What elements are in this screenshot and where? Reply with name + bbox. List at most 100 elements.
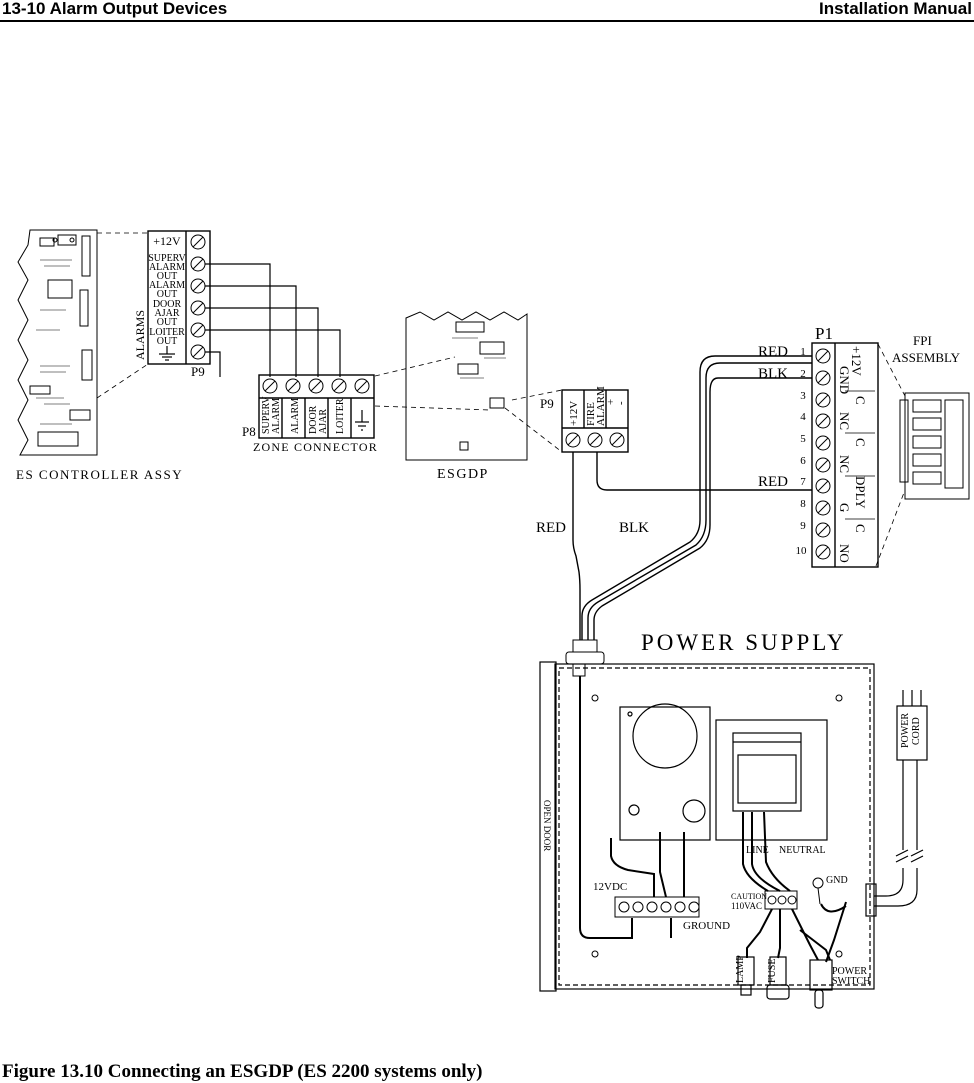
zone-connector-screws	[262, 378, 370, 394]
switch-wiring	[746, 901, 847, 963]
esgdp-terminal-12v: +12V	[568, 401, 580, 426]
wire-label-blk-esgdp: BLK	[619, 520, 649, 536]
circuit-board-module	[619, 703, 711, 841]
zone-ground-symbol	[355, 410, 369, 431]
alarms-terminal-superv-alarm: ALARM	[149, 262, 185, 273]
p1-pin-8: 8	[800, 498, 806, 510]
esgdp-p9-screws	[565, 432, 625, 448]
alarms-terminal-12v: +12V	[153, 234, 181, 248]
wire-label-red-pin1: RED	[758, 344, 788, 360]
p1-pin-4: 4	[800, 411, 806, 423]
fpi-label-line2: ASSEMBLY	[892, 350, 961, 365]
alarms-terminal-superv: SUPERV	[148, 253, 186, 264]
p1-pin-2: 2	[800, 368, 806, 380]
alarms-terminal-door-ajar: AJAR	[154, 308, 179, 319]
figure-caption: Figure 13.10 Connecting an ESGDP (ES 220…	[2, 1061, 483, 1082]
p1-pin-1: 1	[800, 346, 806, 358]
power-switch	[809, 959, 833, 1009]
es-controller-board	[17, 229, 98, 456]
wire-label-blk-pin2: BLK	[758, 366, 788, 382]
p1-pin-6: 6	[800, 455, 806, 467]
p1-func-c3: C	[853, 524, 868, 533]
wire-label-red-pin7: RED	[758, 474, 788, 490]
gnd-label: GND	[826, 875, 848, 886]
p1-func-no: NO	[837, 544, 852, 563]
esgdp-board	[405, 311, 528, 461]
alarms-terminal-superv-out: OUT	[157, 271, 178, 282]
transformer	[715, 719, 828, 841]
esgdp-p9-block	[561, 389, 629, 453]
esgdp-terminal-plus: +	[605, 399, 617, 405]
header-section-title: 13-10 Alarm Output Devices	[2, 0, 228, 18]
enclosure-mount-holes	[591, 694, 843, 958]
power-cord-label-line2: CORD	[911, 717, 922, 745]
p1-func-g: G	[837, 503, 852, 512]
cable-grommet	[565, 639, 605, 677]
p1-func-nc1: NC	[837, 412, 852, 430]
dc-12v-label: 12VDC	[593, 881, 627, 893]
esgdp-terminal-alarm: ALARM	[595, 386, 607, 426]
power-switch-label-line1: POWER	[832, 966, 867, 977]
alarms-terminal-alarm-out: OUT	[157, 289, 178, 300]
esgdp-title: ESGDP	[437, 467, 489, 482]
p1-func-gnd: GND	[837, 366, 852, 394]
alarms-screw-terminals	[190, 234, 206, 360]
p1-pin-5: 5	[800, 433, 806, 445]
alarms-terminal-loiter-out: OUT	[157, 336, 178, 347]
dc-terminal-strip	[614, 896, 700, 918]
ground-lug	[812, 877, 824, 905]
p1-func-nc2: NC	[837, 455, 852, 473]
alarms-terminal-door-out: OUT	[157, 317, 178, 328]
alarms-terminal-alarm: ALARM	[149, 280, 185, 291]
esgdp-terminal-fire: FIRE	[585, 402, 597, 426]
red-blk-wire-bundle	[572, 355, 812, 640]
p1-func-dply: DPLY	[853, 476, 868, 509]
fuse-holder	[766, 956, 790, 1000]
p1-pin-7: 7	[800, 476, 806, 488]
power-switch-label-line2: SWITCH	[832, 976, 870, 987]
ac-terminal-strip	[764, 890, 798, 910]
alarms-terminal-loiter: LOITER	[149, 327, 185, 338]
alarms-terminal-door: DOOR	[153, 299, 182, 310]
esgdp-p9-label: P9	[540, 396, 554, 411]
p1-func-12v: +12V	[849, 346, 864, 376]
alarms-ground-symbol	[159, 346, 175, 361]
fpi-board	[899, 392, 970, 500]
header-manual-title: Installation Manual	[818, 0, 972, 18]
p1-pin-3: 3	[800, 390, 806, 402]
power-cord	[865, 690, 928, 917]
zone-connector-title: ZONE CONNECTOR	[253, 440, 378, 454]
p1-func-c1: C	[853, 396, 868, 405]
zone-terminal-superv: SUPERV	[261, 396, 272, 434]
wire-label-red-esgdp: RED	[536, 520, 566, 536]
p1-screws	[815, 348, 831, 560]
p1-divider-ticks	[845, 390, 875, 520]
power-supply-internal-wiring	[579, 676, 847, 939]
lamp-label: LAMP	[735, 955, 746, 983]
controller-board-detail-marks	[36, 259, 72, 425]
esgdp-terminal-minus: -	[615, 401, 627, 405]
esgdp-board-detail-marks	[452, 337, 506, 379]
lamp-holder	[737, 956, 755, 996]
p1-func-c2: C	[853, 438, 868, 447]
alarms-p9-label: P9	[191, 364, 205, 379]
alarms-label: ALARMS	[133, 310, 147, 360]
vac-label: 110VAC	[731, 901, 762, 911]
zone-terminal-alarm: ALARM	[290, 398, 301, 434]
p1-pin-10: 10	[796, 545, 808, 557]
zoom-guide-lines	[96, 232, 906, 567]
p1-pin-9: 9	[800, 520, 806, 532]
zone-terminal-ajar: AJAR	[318, 409, 329, 434]
power-cord-label-line1: POWER	[900, 713, 911, 748]
zone-connector-block	[258, 374, 375, 439]
p1-label: P1	[815, 324, 833, 343]
caution-label: CAUTION	[731, 892, 767, 901]
page-header: 13-10 Alarm Output Devices Installation …	[0, 0, 974, 22]
alarm-signal-wires	[205, 263, 341, 377]
fpi-label-line1: FPI	[913, 333, 932, 348]
p1-terminal-strip	[811, 342, 879, 568]
open-door-label: OPEN DOOR	[542, 800, 552, 851]
power-supply-title: POWER SUPPLY	[641, 630, 847, 655]
power-supply-enclosure	[539, 661, 875, 992]
